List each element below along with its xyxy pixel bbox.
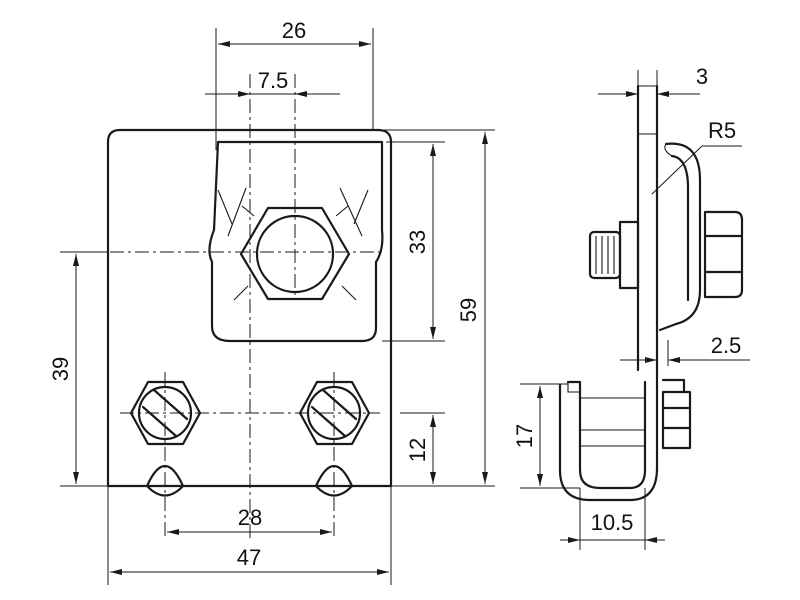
- dim-59-label: 59: [456, 298, 481, 322]
- side-stud-threaded: [588, 230, 622, 280]
- dim-28-label: 28: [238, 505, 262, 530]
- dim-7-5-label: 7.5: [258, 68, 289, 93]
- dim-2-5-label: 2.5: [711, 333, 742, 358]
- right-notch: [314, 465, 354, 497]
- dim-26-label: 26: [282, 18, 306, 43]
- r5-leader: [651, 145, 703, 195]
- hook: [658, 142, 702, 332]
- side-view: 3 R5 2.5 17 10.5: [512, 64, 750, 550]
- dim-12-label: 12: [405, 438, 430, 462]
- bottom-clamp: [566, 380, 647, 490]
- dim-17-label: 17: [512, 424, 537, 448]
- center-hex-nut: [239, 206, 351, 301]
- dim-47-label: 47: [237, 545, 261, 570]
- dim-39-label: 39: [48, 357, 73, 381]
- center-bolt-ticks: [233, 205, 357, 301]
- side-small-bolt: [661, 390, 692, 450]
- side-hex-nut: [703, 210, 744, 299]
- side-plate: [558, 84, 659, 502]
- slot-guides: [217, 187, 369, 237]
- front-view: 26 7.5 59 33 12 39 28 47: [48, 18, 495, 585]
- side-stud-body: [618, 220, 640, 290]
- left-screw-slot: [141, 388, 189, 438]
- slot-outline: [208, 140, 384, 343]
- dim-10-5-label: 10.5: [591, 510, 634, 535]
- dim-33-label: 33: [405, 230, 430, 254]
- dim-3-label: 3: [696, 64, 708, 89]
- left-notch: [145, 465, 185, 497]
- right-screw-slot: [310, 388, 358, 438]
- extension-lines: [60, 28, 495, 585]
- r5-label: R5: [708, 118, 736, 143]
